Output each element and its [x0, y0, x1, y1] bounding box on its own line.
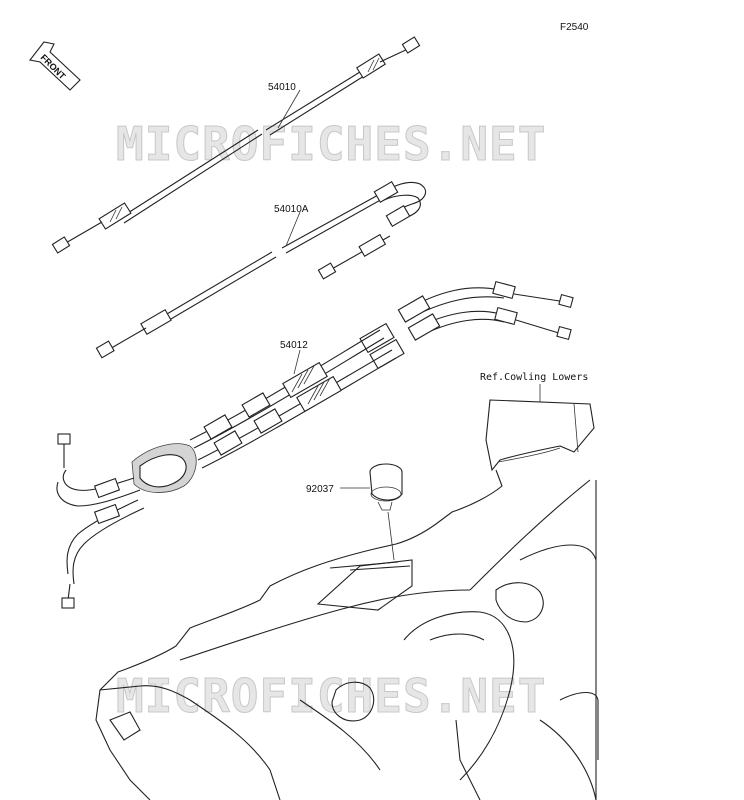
cowling-bracket — [485, 399, 595, 472]
cable-54010 — [51, 36, 421, 254]
callout-ref-cowling: Ref.Cowling Lowers — [480, 372, 588, 383]
cable-54010a — [95, 181, 427, 359]
clamp-92037 — [369, 463, 403, 511]
leader-54010a — [285, 211, 301, 247]
leader-54012 — [293, 349, 301, 375]
front-arrow-icon: FRONT — [29, 41, 81, 91]
watermark-top: MICROFICHES.NET — [116, 117, 546, 171]
leader-92037-mount — [387, 511, 395, 561]
leader-54010 — [277, 89, 301, 129]
callout-54010a: 54010A — [274, 204, 309, 215]
figure-code: F2540 — [560, 22, 589, 33]
callout-54012: 54012 — [280, 340, 308, 351]
callout-54010: 54010 — [268, 82, 296, 93]
frame-body-outline — [95, 469, 599, 800]
cable-assembly-54012 — [56, 280, 574, 609]
watermark-bottom: MICROFICHES.NET — [116, 669, 546, 723]
callout-92037: 92037 — [306, 484, 334, 495]
